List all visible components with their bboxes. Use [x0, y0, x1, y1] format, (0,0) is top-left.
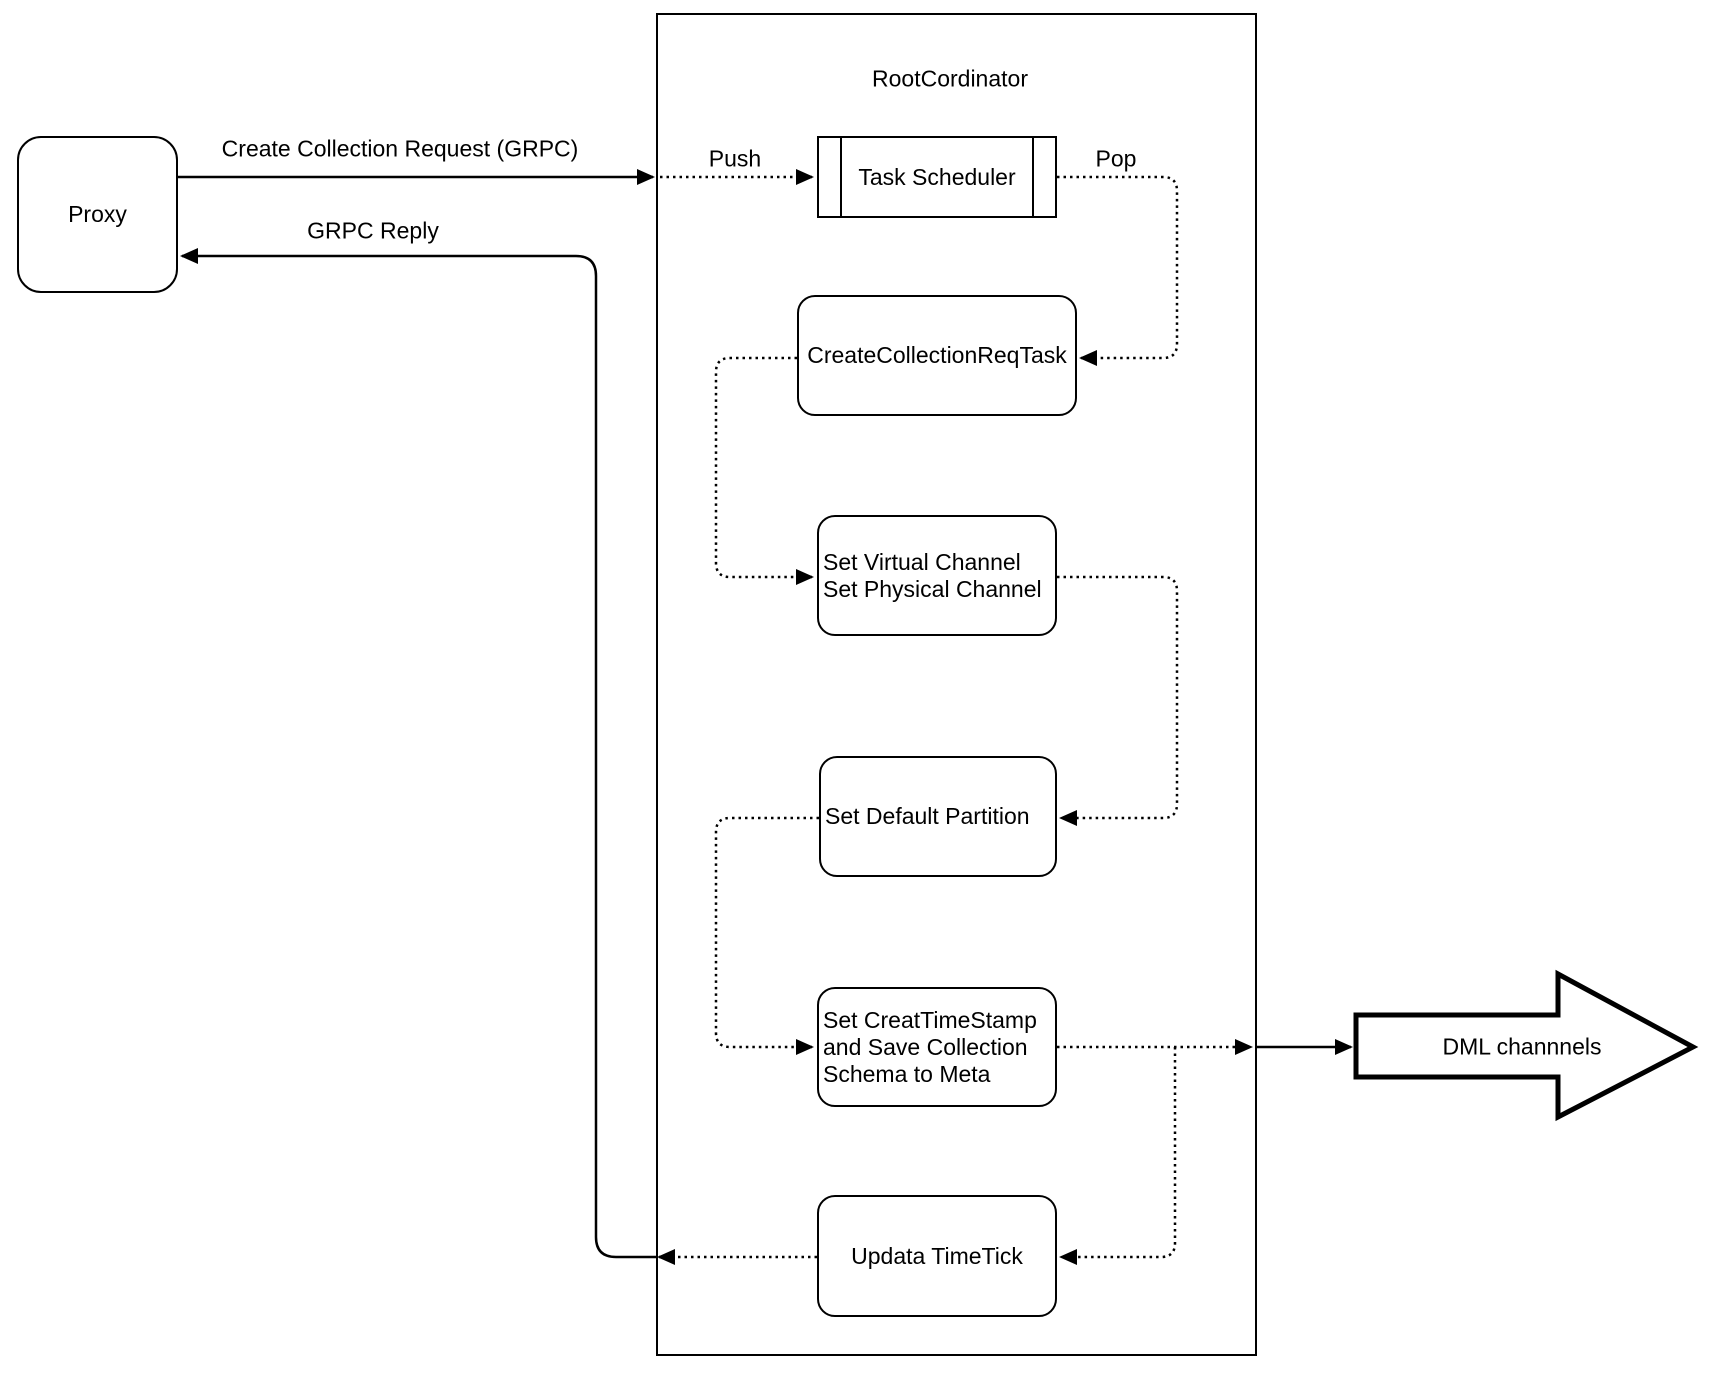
proxy-label: Proxy: [68, 201, 127, 227]
set-creat-timestamp-line3: Schema to Meta: [823, 1060, 991, 1087]
edge-defaultpartition-to-timestamp: [714, 816, 819, 1055]
set-channels-line1: Set Virtual Channel: [823, 548, 1021, 575]
node-set-channels: Set Virtual Channel Set Physical Channel: [817, 515, 1057, 636]
create-collection-req-task-label: CreateCollectionReqTask: [807, 342, 1067, 368]
updata-timetick-label: Updata TimeTick: [851, 1242, 1023, 1269]
grpc-reply-label: GRPC Reply: [304, 217, 442, 245]
node-updata-timetick: Updata TimeTick: [817, 1195, 1057, 1317]
root-coordinator-title: RootCordinator: [872, 65, 1028, 92]
create-request-label: Create Collection Request (GRPC): [218, 135, 582, 163]
queue-bar-left: [840, 138, 842, 216]
push-label: Push: [705, 145, 765, 173]
dml-channels-label: DML channnels: [1442, 1033, 1602, 1060]
edge-timestamp-to-timetick: [1059, 1047, 1177, 1265]
edge-grpc-reply: [180, 248, 657, 1259]
set-channels-line2: Set Physical Channel: [823, 575, 1042, 602]
dml-channels-arrow-shape: [1353, 969, 1699, 1122]
task-scheduler-label: Task Scheduler: [858, 163, 1016, 190]
node-create-collection-req-task: CreateCollectionReqTask: [797, 295, 1077, 416]
set-creat-timestamp-line2: and Save Collection: [823, 1033, 1028, 1060]
queue-bar-right: [1032, 138, 1034, 216]
node-set-creat-timestamp: Set CreatTimeStamp and Save Collection S…: [817, 987, 1057, 1107]
set-creat-timestamp-line1: Set CreatTimeStamp: [823, 1006, 1037, 1033]
node-set-default-partition: Set Default Partition: [819, 756, 1057, 877]
root-coordinator-container: [656, 13, 1257, 1356]
edge-pop: [1057, 175, 1179, 366]
set-default-partition-label: Set Default Partition: [825, 803, 1030, 829]
edge-setchannels-to-defaultpartition: [1057, 575, 1179, 826]
edge-reqtask-to-setchannels: [714, 356, 814, 585]
pop-label: Pop: [1092, 145, 1140, 173]
node-proxy: Proxy: [17, 136, 178, 293]
node-task-scheduler: Task Scheduler: [817, 136, 1057, 218]
